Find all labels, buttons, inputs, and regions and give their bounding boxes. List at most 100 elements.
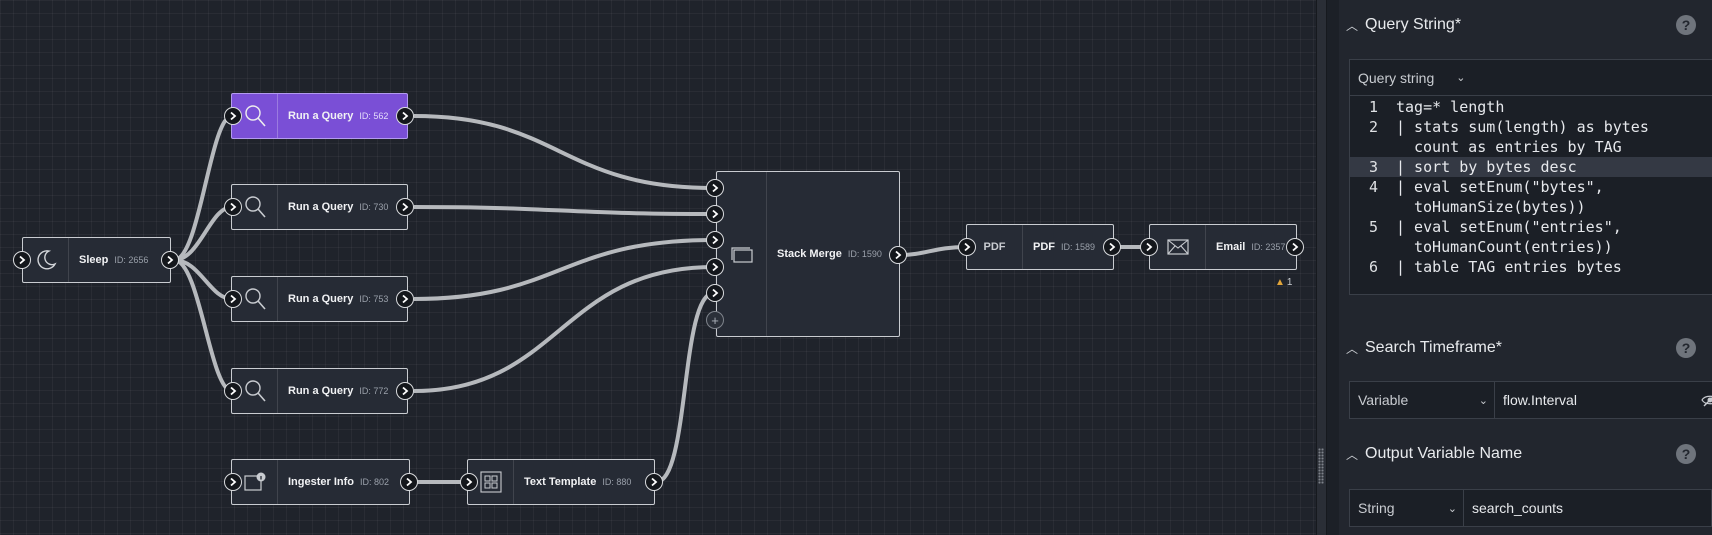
input-port-q753[interactable] — [224, 290, 242, 308]
chevron-up-icon: ︿ — [1345, 447, 1358, 462]
flow-canvas[interactable]: Sleep ID: 2656 Run a Query ID: 562 Run a… — [0, 0, 1316, 535]
input-port-template[interactable] — [460, 473, 478, 491]
input-port-ingester[interactable] — [224, 473, 242, 491]
input-port-merge-3[interactable] — [706, 231, 724, 249]
input-port-q730[interactable] — [224, 198, 242, 216]
output-port-sleep[interactable] — [161, 251, 179, 269]
node-title: PDF — [1033, 241, 1055, 253]
output-variable-input[interactable]: search_counts — [1464, 490, 1711, 526]
code-line-active: 3| sort by bytes desc — [1350, 157, 1712, 177]
query-mode-select[interactable]: Query string ⌄ — [1350, 60, 1712, 96]
input-value: flow.Interval — [1503, 392, 1577, 408]
node-run-query-730[interactable]: Run a Query ID: 730 — [231, 184, 408, 230]
node-title: Stack Merge — [777, 248, 842, 260]
search-timeframe-section-header[interactable]: ︿ Search Timeframe* ? — [1339, 326, 1712, 370]
input-port-merge-4[interactable] — [706, 258, 724, 276]
timeframe-value-input[interactable]: flow.Interval — [1495, 382, 1712, 418]
node-title: Sleep — [79, 254, 109, 266]
node-email[interactable]: Email ID: 2357 — [1149, 224, 1297, 270]
search-icon — [232, 185, 278, 229]
select-value: Variable — [1358, 392, 1409, 408]
output-type-select[interactable]: String ⌄ — [1350, 490, 1464, 526]
chevron-down-icon: ⌄ — [1478, 394, 1488, 407]
output-port-ingester[interactable] — [400, 473, 418, 491]
node-id: ID: 880 — [602, 477, 632, 487]
output-port-q562[interactable] — [396, 107, 414, 125]
output-variable-section-header[interactable]: ︿ Output Variable Name ? — [1339, 432, 1712, 476]
node-title: Run a Query — [288, 201, 354, 213]
moon-icon — [23, 238, 69, 282]
ingester-info-icon — [232, 460, 278, 504]
node-text-template[interactable]: Text Template ID: 880 — [467, 459, 655, 505]
node-title: Run a Query — [288, 293, 354, 305]
wire-q730-merge — [413, 205, 715, 216]
input-port-email[interactable] — [1140, 238, 1158, 256]
code-line: 6| table TAG entries bytes — [1368, 258, 1622, 276]
node-title: Email — [1216, 241, 1246, 253]
node-id: ID: 1590 — [847, 249, 882, 259]
output-port-q753[interactable] — [396, 290, 414, 308]
select-value: String — [1358, 500, 1395, 516]
input-port-merge-2[interactable] — [706, 205, 724, 223]
input-port-merge-5[interactable] — [706, 284, 724, 302]
section-label: Query String* — [1365, 16, 1462, 33]
node-id: ID: 753 — [359, 294, 389, 304]
section-label: Search Timeframe* — [1365, 339, 1502, 356]
panel-resize-handle[interactable] — [1316, 0, 1327, 535]
query-string-section-header[interactable]: ︿ Query String* ? — [1339, 3, 1712, 47]
node-ingester-info[interactable]: Ingester Info ID: 802 — [231, 459, 410, 505]
node-run-query-562[interactable]: Run a Query ID: 562 — [231, 93, 408, 139]
node-id: ID: 802 — [360, 477, 390, 487]
connection-wires — [173, 114, 1148, 484]
output-port-template[interactable] — [645, 473, 663, 491]
node-stack-merge[interactable]: Stack Merge ID: 1590 — [716, 171, 900, 337]
input-port-q562[interactable] — [224, 107, 242, 125]
node-id: ID: 562 — [359, 111, 389, 121]
output-port-q730[interactable] — [396, 198, 414, 216]
node-id: ID: 1589 — [1061, 242, 1096, 252]
timeframe-field: Variable ⌄ flow.Interval — [1349, 381, 1712, 419]
warning-count: 1 — [1286, 277, 1293, 288]
code-line-wrap: toHumanCount(entries)) — [1414, 238, 1613, 256]
node-title: Text Template — [524, 476, 597, 488]
input-port-sleep[interactable] — [13, 251, 31, 269]
pdf-icon-text: PDF — [983, 241, 1006, 253]
node-run-query-772[interactable]: Run a Query ID: 772 — [231, 368, 408, 414]
wire-sleep-q562 — [173, 114, 233, 262]
node-run-query-753[interactable]: Run a Query ID: 753 — [231, 276, 408, 322]
help-icon[interactable]: ? — [1676, 15, 1696, 35]
node-title: Run a Query — [288, 385, 354, 397]
search-icon — [232, 369, 278, 413]
wire-merge-pdf — [899, 245, 967, 257]
pdf-icon: PDF — [967, 225, 1023, 269]
timeframe-type-select[interactable]: Variable ⌄ — [1350, 382, 1495, 418]
node-id: ID: 772 — [359, 386, 389, 396]
wire-template-merge — [655, 291, 715, 484]
help-icon[interactable]: ? — [1676, 338, 1696, 358]
output-variable-field: String ⌄ search_counts — [1349, 489, 1712, 527]
output-port-merge[interactable] — [889, 246, 907, 264]
node-id: ID: 2357 — [1251, 242, 1286, 252]
output-port-pdf[interactable] — [1103, 238, 1121, 256]
node-sleep[interactable]: Sleep ID: 2656 — [22, 237, 171, 283]
input-port-q772[interactable] — [224, 382, 242, 400]
node-id: ID: 2656 — [114, 255, 149, 265]
code-line: 2| stats sum(length) as bytes — [1368, 118, 1649, 136]
output-port-email[interactable] — [1286, 238, 1304, 256]
node-pdf[interactable]: PDF PDF ID: 1589 — [966, 224, 1114, 270]
warning-badge[interactable]: ▲1 — [1275, 277, 1292, 288]
template-grid-icon — [468, 460, 514, 504]
input-port-merge-1[interactable] — [706, 179, 724, 197]
help-icon[interactable]: ? — [1676, 444, 1696, 464]
wire-q772-merge — [413, 265, 715, 393]
add-input-button[interactable]: + — [706, 311, 724, 329]
output-port-q772[interactable] — [396, 382, 414, 400]
query-mode-value: Query string — [1358, 69, 1435, 86]
search-icon — [232, 94, 278, 138]
eye-slash-icon[interactable] — [1701, 392, 1712, 411]
warning-icon: ▲ — [1275, 277, 1285, 288]
input-port-pdf[interactable] — [958, 238, 976, 256]
